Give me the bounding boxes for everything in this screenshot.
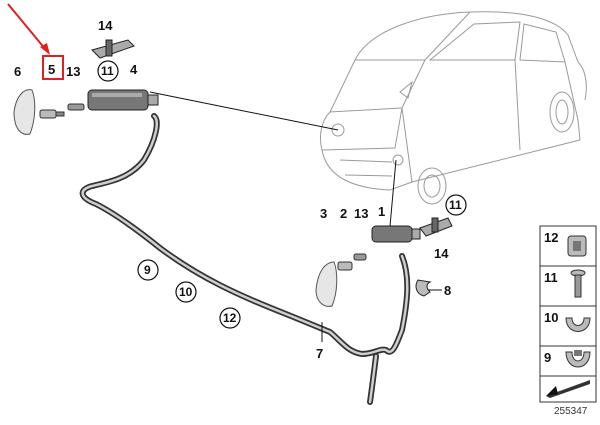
nozzle-bottom xyxy=(337,261,353,271)
telescopic-cylinder-top xyxy=(87,89,159,111)
highlight-arrow xyxy=(7,3,47,51)
callout-14-bottom: 14 xyxy=(434,246,449,261)
nozzle-cover-bottom xyxy=(315,261,338,307)
callout-1: 1 xyxy=(378,204,385,219)
leader-bottom-to-car xyxy=(389,159,397,227)
nozzle-top xyxy=(39,109,65,119)
washer-hose xyxy=(79,113,411,405)
highlight-box xyxy=(42,55,64,80)
connector-top xyxy=(67,103,85,111)
wedge-arrow-icon xyxy=(546,380,590,398)
diagram-number: 255347 xyxy=(554,406,588,417)
callout-10-ring xyxy=(175,281,197,303)
callout-9-ring xyxy=(137,259,159,281)
highlight-arrow-head xyxy=(40,43,50,55)
callout-11-top-ring xyxy=(97,60,119,82)
callout-13-top: 13 xyxy=(66,64,80,79)
callout-12-ring xyxy=(219,307,241,329)
connector-bottom xyxy=(353,253,367,261)
leader-top-to-car xyxy=(149,91,339,131)
callout-11-bottom: 11 xyxy=(449,198,462,212)
callout-11-bottom-ring xyxy=(445,194,467,216)
callout-10: 10 xyxy=(179,285,193,299)
car-outline xyxy=(319,11,587,205)
callout-4: 4 xyxy=(130,62,138,77)
clamp-icon xyxy=(565,317,591,332)
callout-7: 7 xyxy=(316,346,323,361)
bolt-icon xyxy=(570,269,586,298)
hose-clip xyxy=(415,279,432,297)
callout-11-top: 11 xyxy=(101,64,114,78)
legend-number-11: 11 xyxy=(544,270,558,285)
callout-6: 6 xyxy=(14,64,21,79)
callout-8: 8 xyxy=(444,283,451,298)
callout-5: 5 xyxy=(48,62,55,77)
bracket-top xyxy=(91,39,135,59)
nozzle-cover-top xyxy=(13,89,36,135)
legend: 12 11 10 9 xyxy=(539,225,597,403)
clip-icon xyxy=(567,235,587,257)
callout-2: 2 xyxy=(340,206,347,221)
callout-9: 9 xyxy=(144,263,151,277)
callout-12: 12 xyxy=(223,311,237,325)
callout-13-bottom: 13 xyxy=(354,206,368,221)
legend-number-9: 9 xyxy=(544,350,551,365)
callout-3: 3 xyxy=(320,206,327,221)
telescopic-cylinder-bottom xyxy=(371,225,421,243)
legend-number-10: 10 xyxy=(544,310,558,325)
hose-clip-icon xyxy=(565,350,591,368)
bracket-bottom xyxy=(419,217,453,237)
legend-number-12: 12 xyxy=(544,230,558,245)
legend-box-11 xyxy=(539,265,597,307)
callout-14-top: 14 xyxy=(98,18,113,33)
